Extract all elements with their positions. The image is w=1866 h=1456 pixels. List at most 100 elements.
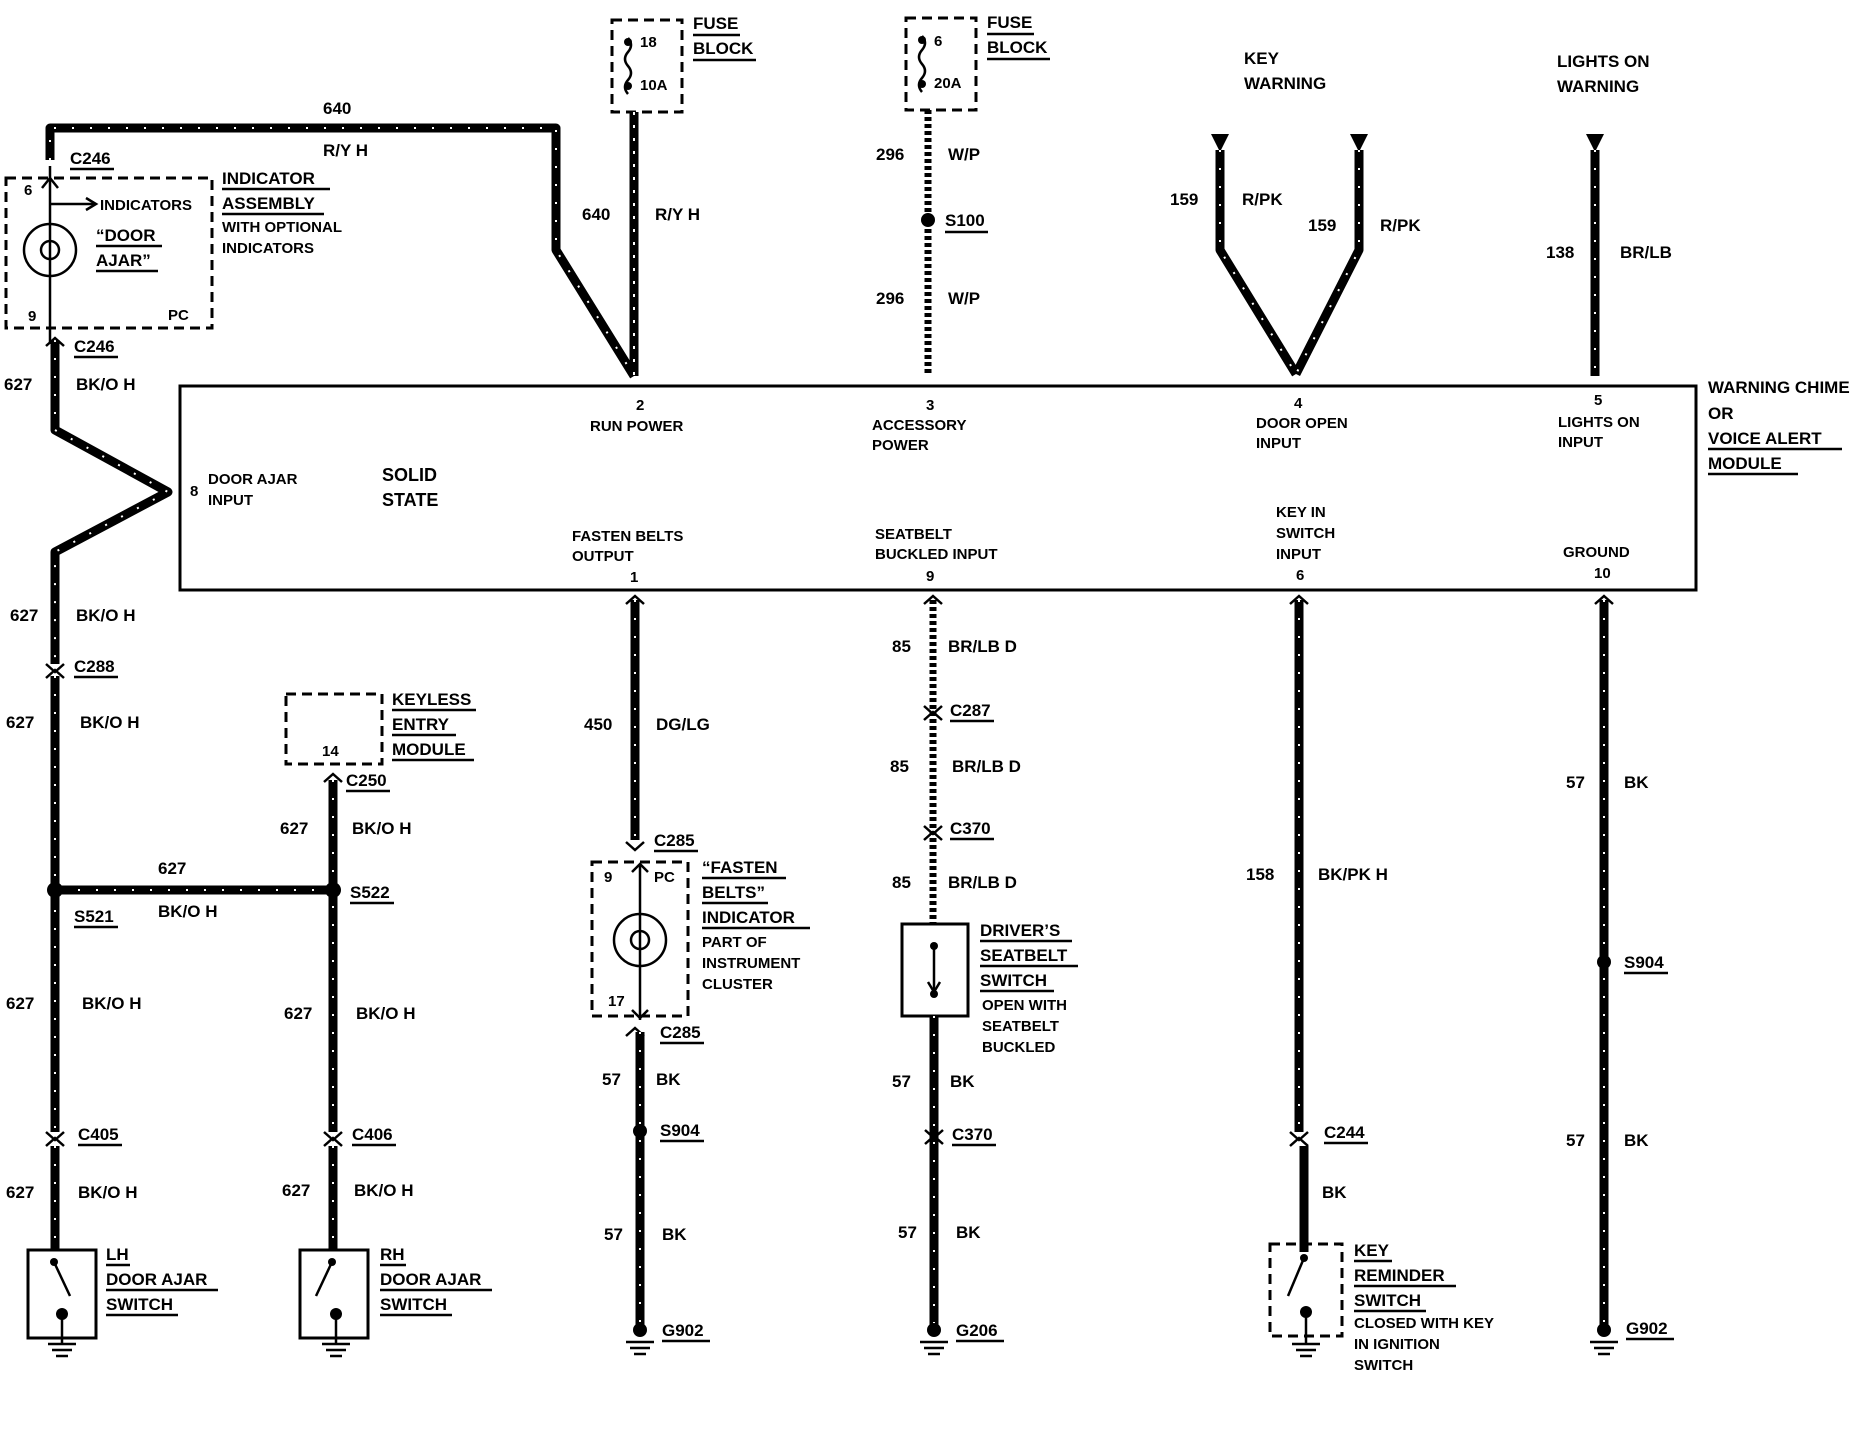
wire-138-color: BR/LB — [1620, 243, 1672, 262]
wire-138-num: 138 — [1546, 243, 1574, 262]
wire-158-color: BK/PK H — [1318, 865, 1388, 884]
fuse-2-label-1: FUSE — [987, 13, 1032, 32]
wire-640-loop — [45, 123, 638, 379]
c405-label: C405 — [78, 1125, 119, 1144]
wire-627-g-num: 627 — [284, 1004, 312, 1023]
pin-10-label: GROUND — [1563, 544, 1630, 561]
wire-627-d-color: BK/O H — [352, 819, 412, 838]
rh-switch-label-2: DOOR AJAR — [380, 1270, 481, 1289]
indicator-pin-bottom: 9 — [28, 308, 36, 325]
pin-1-label-1: FASTEN BELTS — [572, 528, 683, 545]
pin-8-num: 8 — [190, 483, 198, 500]
fasten-label-2: BELTS” — [702, 883, 765, 902]
indicator-indicators: INDICATORS — [100, 197, 192, 214]
wire-640-top-color: R/Y H — [323, 141, 368, 160]
wire-627-a-num: 627 — [4, 375, 32, 394]
lights-on-arrow — [1586, 134, 1604, 152]
s522-label: S522 — [350, 883, 390, 902]
lh-switch-label-3: SWITCH — [106, 1295, 173, 1314]
door-ajar-lamp-2: AJAR” — [96, 251, 151, 270]
module-title-3: VOICE ALERT — [1708, 429, 1822, 448]
wire-85-b-num: 85 — [890, 757, 909, 776]
wire-640-mid-num: 640 — [582, 205, 610, 224]
pin-5-label-1: LIGHTS ON — [1558, 414, 1640, 431]
pin-4-label-1: DOOR OPEN — [1256, 415, 1348, 432]
wire-627-h-color: BK/O H — [78, 1183, 138, 1202]
fasten-label-3: INDICATOR — [702, 908, 795, 927]
wire-85-a-color: BR/LB D — [948, 637, 1017, 656]
pin-3-num: 3 — [926, 397, 934, 414]
solid-state-2: STATE — [382, 490, 438, 510]
ground-g902-b — [1597, 1323, 1611, 1337]
wire-627-h-num: 627 — [6, 1183, 34, 1202]
wire-85-a-num: 85 — [892, 637, 911, 656]
keyless-label-2: ENTRY — [392, 715, 450, 734]
driver-switch-label-1: DRIVER’S — [980, 921, 1060, 940]
keyless-label-1: KEYLESS — [392, 690, 471, 709]
pin-2-label: RUN POWER — [590, 418, 684, 435]
splice-s100 — [921, 213, 935, 227]
wire-57-a-num: 57 — [602, 1070, 621, 1089]
indicator-label-1: INDICATOR — [222, 169, 315, 188]
door-ajar-lamp-1: “DOOR — [96, 226, 156, 245]
key-warning-arrow-b — [1350, 134, 1368, 152]
wire-640-top-num: 640 — [323, 99, 351, 118]
wire-57-c-num: 57 — [892, 1072, 911, 1091]
wire-627-g-color: BK/O H — [356, 1004, 416, 1023]
fuse-2-amps: 20A — [934, 75, 962, 92]
c244-label: C244 — [1324, 1123, 1365, 1142]
ground-g902-a — [633, 1323, 647, 1337]
wire-627-i-color: BK/O H — [354, 1181, 414, 1200]
driver-switch-label-2: SEATBELT — [980, 946, 1068, 965]
wire-627-c-color: BK/O H — [80, 713, 140, 732]
fuse-block-1 — [610, 18, 684, 114]
wire-57-e-color: BK — [1624, 773, 1649, 792]
wire-627-e-color: BK/O H — [158, 902, 218, 921]
driver-switch-label-3: SWITCH — [980, 971, 1047, 990]
g902-a-label: G902 — [662, 1321, 704, 1340]
fuse-2-number: 6 — [934, 33, 942, 50]
fuse-2-label-2: BLOCK — [987, 38, 1048, 57]
pin-5-label-2: INPUT — [1558, 434, 1603, 451]
pin-9-num: 9 — [926, 568, 934, 585]
c285-top-label: C285 — [654, 831, 695, 850]
indicator-assembly — [4, 176, 214, 330]
wire-159-a — [1215, 150, 1300, 377]
wire-85-c-color: BR/LB D — [948, 873, 1017, 892]
splice-s904-a — [633, 1124, 647, 1138]
keyless-pin: 14 — [322, 743, 339, 760]
key-warning-2: WARNING — [1244, 74, 1326, 93]
c406-label: C406 — [352, 1125, 393, 1144]
wire-57-b-color: BK — [662, 1225, 687, 1244]
wire-296-a-color: W/P — [948, 145, 980, 164]
c287-label: C287 — [950, 701, 991, 720]
pin-1-num: 1 — [630, 569, 638, 586]
wire-57-e-num: 57 — [1566, 773, 1585, 792]
wire-627-a-color: BK/O H — [76, 375, 136, 394]
pin-8-label-2: INPUT — [208, 492, 253, 509]
splice-s522 — [325, 882, 341, 898]
indicator-note-2: INDICATORS — [222, 240, 314, 257]
wire-627-i-num: 627 — [282, 1181, 310, 1200]
fasten-note-1: PART OF — [702, 934, 767, 951]
wire-627-f-color: BK/O H — [82, 994, 142, 1013]
fuse-1-label-1: FUSE — [693, 14, 738, 33]
key-warning-arrow-a — [1211, 134, 1229, 152]
wire-627-d-num: 627 — [280, 819, 308, 838]
fasten-pin-bottom: 17 — [608, 993, 625, 1010]
driver-switch-note-1: OPEN WITH — [982, 997, 1067, 1014]
module-title-4: MODULE — [1708, 454, 1782, 473]
wire-627-b-num: 627 — [10, 606, 38, 625]
wire-159-b-color: R/PK — [1380, 216, 1421, 235]
pin-6-label-3: INPUT — [1276, 546, 1321, 563]
fuse-block-2 — [904, 16, 978, 112]
pin-4-label-2: INPUT — [1256, 435, 1301, 452]
c246-bottom-label: C246 — [74, 337, 115, 356]
pin-1-label-2: OUTPUT — [572, 548, 634, 565]
wire-627-b-color: BK/O H — [76, 606, 136, 625]
pin-9-label-2: BUCKLED INPUT — [875, 546, 998, 563]
pin-6-label-1: KEY IN — [1276, 504, 1326, 521]
wire-57-f-num: 57 — [1566, 1131, 1585, 1150]
wire-627-zigzag — [50, 340, 173, 664]
